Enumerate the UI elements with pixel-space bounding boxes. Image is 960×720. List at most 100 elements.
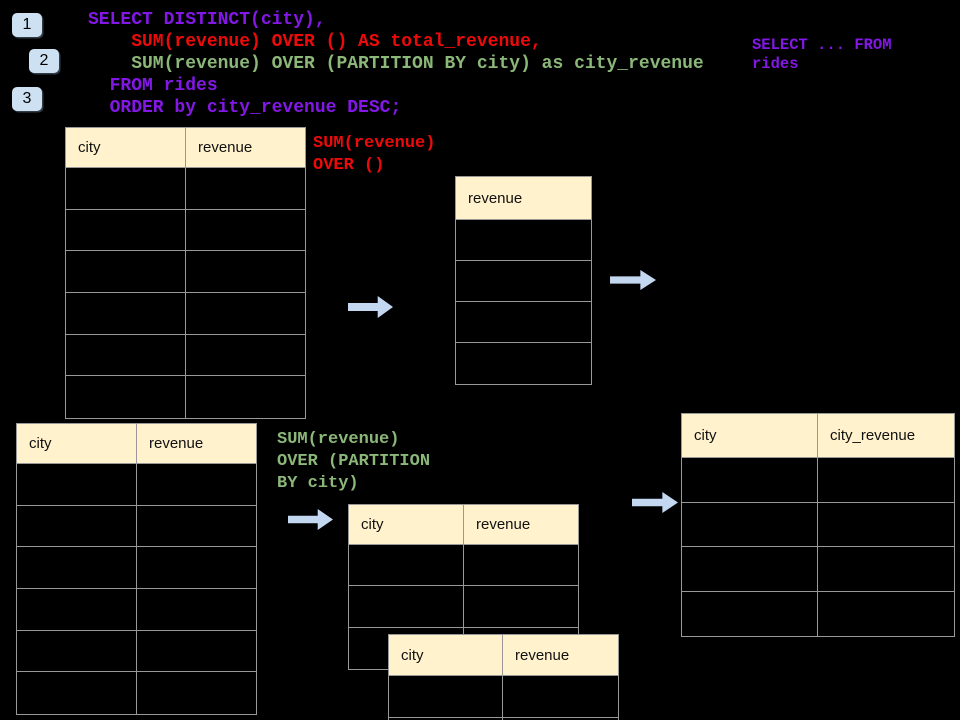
table-cell [349, 545, 464, 587]
table-cell [682, 502, 818, 547]
sum-partition-label-line: SUM(revenue) [277, 430, 400, 449]
table-row [66, 168, 305, 210]
arrow-partition-in-icon [288, 509, 333, 530]
table-cell [456, 302, 591, 343]
table-row [682, 591, 954, 636]
table-cell [66, 209, 186, 252]
table-row [17, 589, 256, 631]
table-header-cell: city [349, 505, 464, 545]
arrow-partition-out-icon [632, 492, 678, 513]
table-cell [137, 505, 256, 548]
table-header-cell: city [17, 424, 137, 464]
table-row [17, 672, 256, 715]
table-cell [17, 505, 137, 548]
sum-over-label: SUM(revenue) OVER () [313, 133, 435, 177]
step-badge: 2 [29, 49, 59, 73]
table-row [349, 586, 578, 628]
table-row [66, 209, 305, 252]
table-header-cell: city [682, 414, 818, 458]
table-row [66, 334, 305, 377]
table-row [389, 676, 618, 718]
table-cell [389, 718, 503, 720]
table-cell [503, 718, 618, 720]
table-cell [818, 591, 954, 636]
table-cell [186, 168, 305, 210]
table-cell [682, 458, 818, 503]
table-cell [186, 376, 305, 419]
table-row [456, 220, 591, 261]
table-row [682, 458, 954, 503]
table-row [389, 718, 618, 720]
sql-code-line: SUM(revenue) OVER (PARTITION BY city) as… [88, 54, 704, 74]
side-code-line: SELECT ... FROM [752, 36, 892, 54]
table-cell [17, 547, 137, 590]
sum-over-label-line: OVER () [313, 156, 385, 175]
table-row [66, 251, 305, 294]
table-cell [17, 464, 137, 506]
arrow-total-in-icon [348, 296, 393, 318]
table-cell [389, 676, 503, 718]
table-cell [66, 334, 186, 377]
table-cell [186, 209, 305, 252]
table-cell [186, 334, 305, 377]
table-row [17, 464, 256, 506]
step-badge: 3 [12, 87, 42, 111]
table-cell [137, 547, 256, 590]
table-cell [464, 545, 578, 587]
sum-partition-label-line: BY city) [277, 474, 359, 493]
total-revenue-table: revenue [455, 176, 592, 385]
table-row [17, 630, 256, 673]
table-cell [456, 220, 591, 261]
table-cell [186, 293, 305, 335]
table-cell [456, 261, 591, 302]
table-row [349, 545, 578, 587]
table-header-cell: revenue [186, 128, 305, 168]
table-cell [456, 343, 591, 384]
side-code-line: rides [752, 55, 799, 73]
sql-code-line: SUM(revenue) OVER () AS total_revenue, [88, 32, 542, 52]
table-cell [186, 251, 305, 294]
table-header-cell: revenue [456, 177, 591, 220]
table-header-cell: city [389, 635, 503, 676]
table-header-cell: revenue [137, 424, 256, 464]
table-row [456, 261, 591, 302]
sql-code-line: ORDER by city_revenue DESC; [88, 98, 402, 118]
sum-over-label-line: SUM(revenue) [313, 134, 436, 153]
table-header-cell: revenue [503, 635, 618, 676]
table-header-cell: city_revenue [818, 414, 954, 458]
table-row [456, 343, 591, 384]
table-header-row: revenue [456, 177, 591, 220]
table-cell [818, 547, 954, 592]
table-row [17, 547, 256, 590]
table-cell [17, 589, 137, 631]
sql-query-code: SELECT DISTINCT(city), SUM(revenue) OVER… [88, 9, 704, 119]
table-cell [66, 376, 186, 419]
table-cell [682, 591, 818, 636]
table-row [17, 505, 256, 548]
table-row [682, 547, 954, 592]
table-cell [464, 586, 578, 628]
table-cell [66, 293, 186, 335]
table-cell [17, 630, 137, 673]
table-cell [66, 168, 186, 210]
table-cell [137, 464, 256, 506]
table-row [66, 376, 305, 419]
table-cell [137, 630, 256, 673]
table-cell [818, 502, 954, 547]
table-cell [137, 589, 256, 631]
table-cell [17, 672, 137, 715]
table-cell [137, 672, 256, 715]
table-header-cell: city [66, 128, 186, 168]
